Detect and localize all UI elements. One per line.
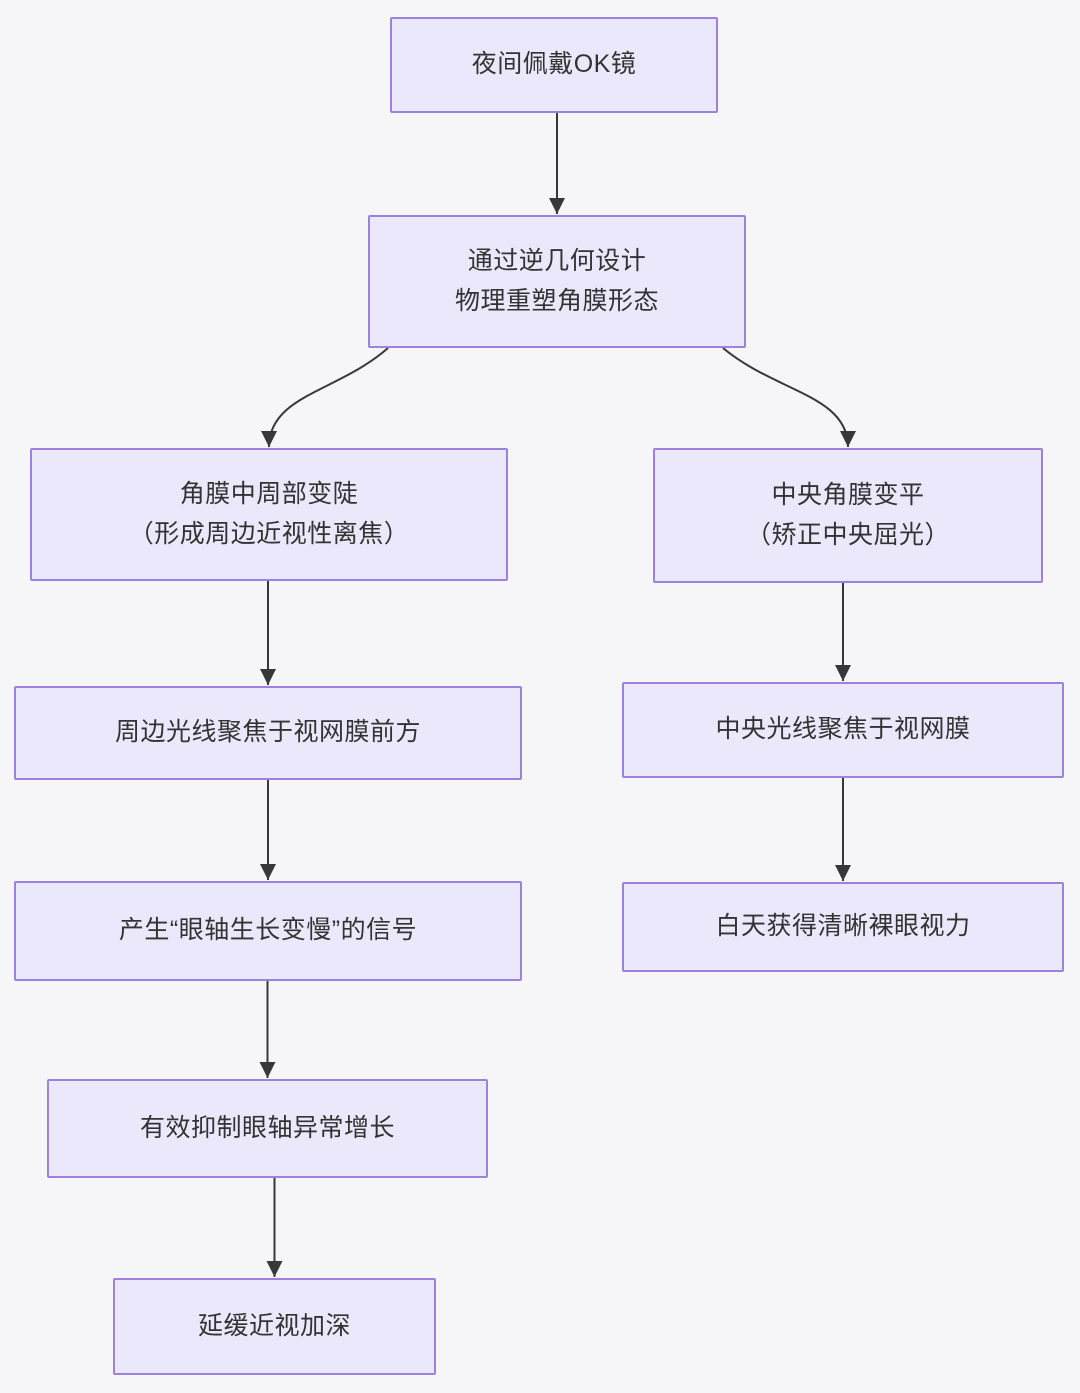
flow-node-flatten: 中央角膜变平 （矫正中央屈光） — [653, 448, 1043, 583]
node-label-line: 有效抑制眼轴异常增长 — [139, 1113, 395, 1142]
flow-node-signal: 产生“眼轴生长变慢”的信号 — [14, 881, 522, 981]
flow-node-periph_focus: 周边光线聚焦于视网膜前方 — [14, 686, 522, 780]
node-label-line: 延缓近视加深 — [197, 1311, 351, 1340]
flow-node-inhibit: 有效抑制眼轴异常增长 — [47, 1079, 488, 1178]
node-label-line: 通过逆几何设计 — [467, 247, 647, 275]
flow-node-design: 通过逆几何设计物理重塑角膜形态 — [368, 215, 746, 348]
node-label-line: 角膜中周部变陡 — [179, 480, 359, 508]
flow-arrow-design-to-flatten — [722, 347, 856, 448]
flow-node-steepen: 角膜中周部变陡 （形成周边近视性离焦） — [30, 448, 508, 581]
flow-node-night: 夜间佩戴OK镜 — [390, 17, 718, 113]
node-label-line: 周边光线聚焦于视网膜前方 — [114, 718, 421, 747]
node-label-line: （形成周边近视性离焦） — [128, 519, 410, 548]
flow-node-slow: 延缓近视加深 — [113, 1278, 436, 1375]
node-label-line: 白天获得清晰裸眼视力 — [715, 912, 971, 941]
node-label-line: 物理重塑角膜形态 — [454, 286, 659, 315]
flow-node-central_focus: 中央光线聚焦于视网膜 — [622, 682, 1064, 778]
node-label-line: （矫正中央屈光） — [745, 520, 950, 549]
node-label-line: 夜间佩戴OK镜 — [471, 50, 637, 79]
flow-node-day_vision: 白天获得清晰裸眼视力 — [622, 882, 1064, 972]
node-label-line: 中央角膜变平 — [771, 481, 925, 509]
flow-arrow-design-to-steepen — [261, 347, 389, 448]
node-label-line: 中央光线聚焦于视网膜 — [715, 715, 971, 744]
node-label-line: 产生“眼轴生长变慢”的信号 — [118, 916, 418, 945]
